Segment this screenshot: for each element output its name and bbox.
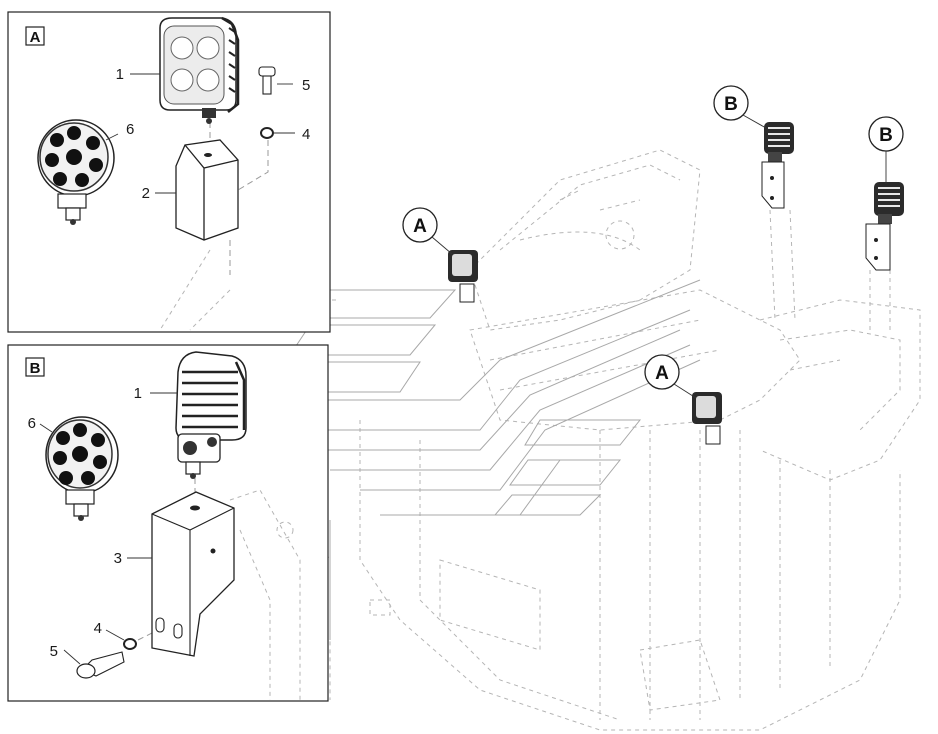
part-number-4: 4 [94, 620, 102, 637]
washer[interactable] [260, 127, 274, 139]
round-work-lamp[interactable] [37, 119, 115, 225]
detail-panel-b: B [7, 344, 329, 702]
callout-b-left[interactable]: B [713, 85, 767, 129]
part-number-2: 2 [142, 185, 150, 202]
part-number-4: 4 [302, 126, 310, 143]
mounting-bracket[interactable] [175, 139, 239, 241]
part-number-5: 5 [50, 643, 58, 660]
detail-panel-a: A [7, 11, 331, 333]
angled-mounting-bracket[interactable] [151, 491, 235, 657]
callout-a-upper[interactable]: A [402, 207, 453, 255]
work-light-a-lower[interactable] [692, 392, 722, 445]
bolt[interactable] [258, 66, 276, 95]
finned-work-lamp[interactable] [175, 351, 247, 479]
part-number-3: 3 [114, 550, 122, 567]
detail-a-label: A [30, 29, 41, 46]
work-light-a-upper[interactable] [448, 250, 478, 303]
callout-a-lower-label: A [655, 363, 669, 384]
round-work-lamp[interactable] [45, 416, 119, 521]
detail-a-tag [25, 26, 45, 46]
callout-b-left-label: B [724, 94, 738, 115]
callout-a-upper-label: A [413, 216, 427, 237]
walkway-steps [270, 279, 701, 640]
machine-outline [260, 149, 921, 731]
part-number-6: 6 [28, 415, 36, 432]
washer[interactable] [123, 638, 137, 650]
detail-b-tag [25, 357, 45, 377]
work-light-b-right[interactable] [865, 182, 904, 271]
callout-b-right[interactable]: B [868, 116, 904, 184]
callout-b-right-label: B [879, 125, 893, 146]
callout-a-lower[interactable]: A [644, 354, 697, 399]
part-number-5: 5 [302, 77, 310, 94]
work-light-b-left[interactable] [761, 122, 794, 209]
bolt[interactable] [76, 651, 125, 679]
part-number-1: 1 [134, 385, 142, 402]
part-number-1: 1 [116, 66, 124, 83]
detail-b-label: B [30, 360, 41, 377]
square-work-lamp[interactable] [159, 16, 240, 124]
part-number-6: 6 [126, 121, 134, 138]
